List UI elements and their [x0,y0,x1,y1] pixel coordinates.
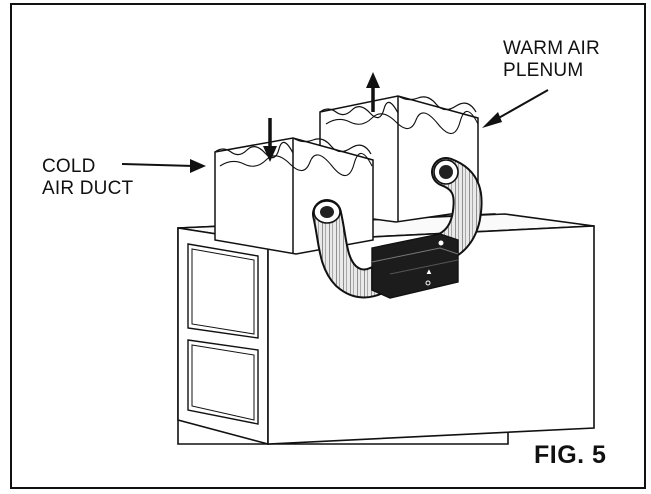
cold-air-duct-label: COLD AIR DUCT [42,156,133,200]
figure-frame [10,3,646,489]
figure-caption: FIG. 5 [534,441,607,469]
cold-air-leader-arrow [121,159,206,173]
svg-text:▲: ▲ [425,267,433,276]
warm-air-label-line1: WARM AIR [503,38,600,59]
down-airflow-arrow [263,118,277,162]
cold-air-label-line1: COLD [42,156,96,177]
warm-air-plenum-label: WARM AIR PLENUM [503,38,600,82]
cold-air-label-line2: AIR DUCT [42,178,134,199]
cold-air-duct [214,137,374,255]
up-airflow-arrow [366,72,380,112]
humidifier-device: ▲ [371,233,459,299]
warm-air-leader-arrow [482,89,549,128]
warm-air-label-line2: PLENUM [503,60,584,81]
